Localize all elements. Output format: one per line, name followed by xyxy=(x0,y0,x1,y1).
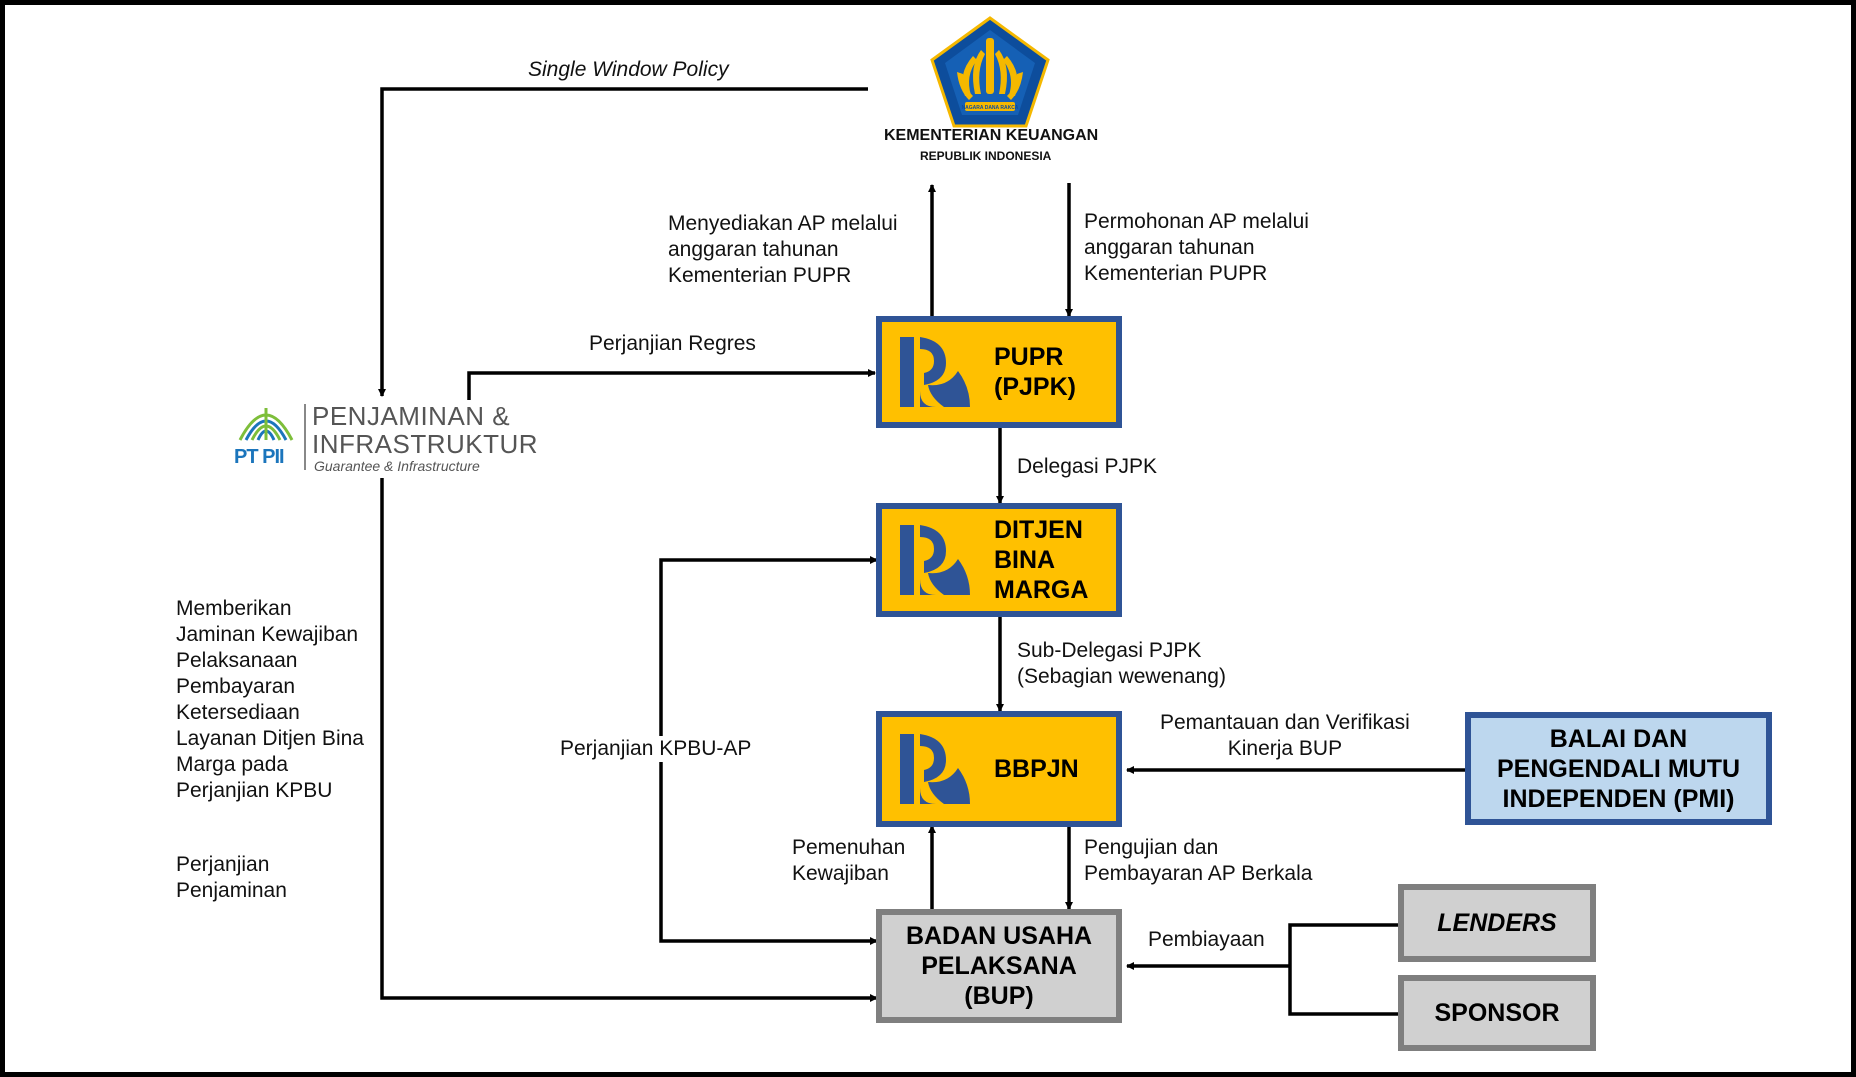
kpbu-ap-arrow-down xyxy=(659,762,878,945)
bup-label: BADAN USAHA PELAKSANA (BUP) xyxy=(905,922,1093,1010)
pembiayaan-label: Pembiayaan xyxy=(1148,928,1265,951)
lenders-node[interactable]: LENDERS xyxy=(1398,884,1596,962)
pupr-label: PUPR (PJPK) xyxy=(994,343,1076,401)
single-window-arrow xyxy=(378,87,868,397)
kpbu-ap-arrow-up xyxy=(659,556,878,738)
menyediakan-label: Menyediakan AP melalui anggaran tahunan … xyxy=(668,212,898,287)
ptpii-short: PT PII xyxy=(234,446,285,468)
regres-arrow xyxy=(467,369,876,400)
kemenkeu-emblem-text: NAGARA DANA RAKCA xyxy=(962,105,1019,111)
bbpjn-logo-icon xyxy=(900,734,970,804)
ptpii-arc-icon xyxy=(238,408,294,441)
kemenkeu-name: KEMENTERIAN KEUANGAN xyxy=(884,127,1099,144)
pupr-node[interactable]: PUPR (PJPK) xyxy=(876,316,1122,428)
pemantauan-label: Pemantauan dan Verifikasi Kinerja BUP xyxy=(1160,711,1410,760)
kemenkeu-sub: REPUBLIK INDONESIA xyxy=(920,149,1052,163)
penjaminan-arrow xyxy=(380,478,878,1002)
lenders-label: LENDERS xyxy=(1437,909,1557,937)
pmi-label: BALAI DAN PENGENDALI MUTU INDEPENDEN (PM… xyxy=(1496,724,1741,813)
bup-node[interactable]: BADAN USAHA PELAKSANA (BUP) xyxy=(876,909,1122,1023)
ptpii-tagline: Guarantee & Infrastructure xyxy=(314,458,480,474)
pupr-logo-icon xyxy=(900,337,970,407)
kpbu-ap-label: Perjanjian KPBU-AP xyxy=(558,736,754,762)
pengujian-label: Pengujian dan Pembayaran AP Berkala xyxy=(1084,836,1313,885)
memberikan-label: Memberikan Jaminan Kewajiban Pelaksanaan… xyxy=(176,597,364,802)
sub-delegasi-label: Sub-Delegasi PJPK (Sebagian wewenang) xyxy=(1017,639,1226,688)
pemenuhan-label: Pemenuhan Kewajiban xyxy=(792,836,906,885)
lenders-connector xyxy=(1288,923,1402,1016)
ptpii-divider xyxy=(304,404,306,470)
ptpii-logo: PT PII PENJAMINAN & INFRASTRUKTUR Guaran… xyxy=(232,400,538,476)
ptpii-line2: INFRASTRUKTUR xyxy=(312,429,539,459)
kemenkeu-logo: NAGARA DANA RAKCA xyxy=(929,16,1051,128)
ptpii-line1: PENJAMINAN & xyxy=(312,401,511,431)
pmi-node[interactable]: BALAI DAN PENGENDALI MUTU INDEPENDEN (PM… xyxy=(1465,712,1772,825)
single-window-label: Single Window Policy xyxy=(528,58,729,81)
kemenkeu-emblem-icon: NAGARA DANA RAKCA xyxy=(930,16,1050,128)
bbpjn-label: BBPJN xyxy=(994,755,1079,783)
sponsor-label: SPONSOR xyxy=(1434,999,1560,1027)
permohonan-label: Permohonan AP melalui anggaran tahunan K… xyxy=(1084,210,1309,285)
ditjen-label: DITJEN BINA MARGA xyxy=(994,516,1089,604)
bbpjn-node[interactable]: BBPJN xyxy=(876,711,1122,827)
regres-label: Perjanjian Regres xyxy=(589,332,756,355)
delegasi-label: Delegasi PJPK xyxy=(1017,455,1158,478)
sponsor-node[interactable]: SPONSOR xyxy=(1398,975,1596,1051)
ditjen-node[interactable]: DITJEN BINA MARGA xyxy=(876,503,1122,617)
penjaminan-label: Perjanjian Penjaminan xyxy=(176,853,287,902)
ditjen-logo-icon xyxy=(900,525,970,595)
